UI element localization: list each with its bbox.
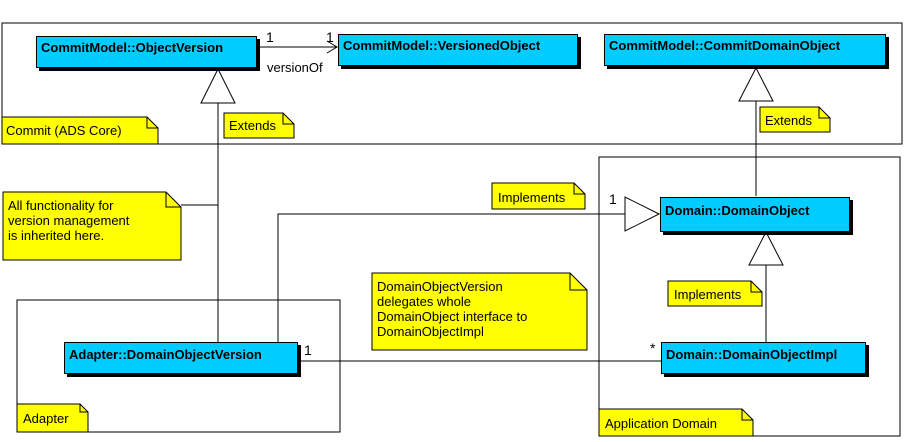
generalization-arrowhead-domainobject: [748, 230, 784, 266]
multiplicity-versionof-target: 1: [326, 29, 334, 45]
note-line: Implements: [498, 190, 566, 205]
note-line: Extends: [765, 113, 812, 128]
note-line: Extends: [229, 118, 276, 133]
association-arrowhead-versionof: [326, 40, 338, 54]
package-label-adapter: Adapter: [23, 411, 69, 426]
generalization-arrowhead-commitdomainobject: [738, 66, 774, 102]
note-line: Implements: [674, 287, 742, 302]
note-delegation: DomainObjectVersion delegates whole Doma…: [373, 277, 531, 341]
note-line: All functionality for: [8, 198, 114, 213]
note-implements-top: Implements: [494, 188, 569, 207]
class-domainobjectimpl[interactable]: Domain::DomainObjectImpl: [661, 342, 866, 374]
note-shape-functionality: [2, 191, 182, 261]
note-shape-implements-bottom: [667, 280, 763, 307]
multiplicity-delegation-target: *: [650, 340, 656, 356]
multiplicity-implements: 1: [609, 191, 617, 207]
generalization-arrowhead-objectversion: [200, 67, 236, 104]
role-versionof: versionOf: [267, 60, 323, 75]
note-line: DomainObjectVersion: [377, 279, 503, 294]
note-shape-adapter-label: [16, 403, 89, 433]
class-objectversion[interactable]: CommitModel::ObjectVersion: [36, 36, 257, 68]
implements-line: [277, 213, 625, 342]
commit-package-frame: [1, 22, 903, 145]
note-shape-extends-left: [223, 112, 295, 139]
note-shape-extends-right: [759, 106, 831, 133]
note-shape-delegation: [371, 272, 588, 351]
adapter-package-frame: [16, 299, 341, 433]
package-label-application-domain: Application Domain: [605, 416, 718, 431]
implements-arrowhead: [624, 196, 661, 232]
package-label-commit: Commit (ADS Core): [6, 123, 122, 138]
note-functionality: All functionality for version management…: [4, 196, 133, 245]
class-domainobject[interactable]: Domain::DomainObject: [660, 197, 850, 232]
note-line: delegates whole: [377, 294, 471, 309]
note-extends-left: Extends: [225, 116, 280, 135]
note-line: DomainObjectImpl: [377, 324, 484, 339]
note-line: is inherited here.: [8, 228, 105, 243]
class-adapter-domainobjectversion[interactable]: Adapter::DomainObjectVersion: [64, 342, 298, 374]
note-shape-application-domain-label: [598, 408, 754, 437]
note-shape-commit-package-label: [1, 116, 159, 145]
note-line: version management: [8, 213, 130, 228]
note-shape-implements-top: [491, 182, 586, 210]
note-implements-bottom: Implements: [670, 285, 745, 304]
class-commitdomainobject[interactable]: CommitModel::CommitDomainObject: [604, 34, 886, 66]
class-versionedobject[interactable]: CommitModel::VersionedObject: [338, 34, 578, 66]
multiplicity-versionof-source: 1: [266, 29, 274, 45]
multiplicity-delegation-source: 1: [304, 342, 312, 358]
note-extends-right: Extends: [761, 111, 816, 130]
note-line: DomainObject interface to: [377, 309, 528, 324]
